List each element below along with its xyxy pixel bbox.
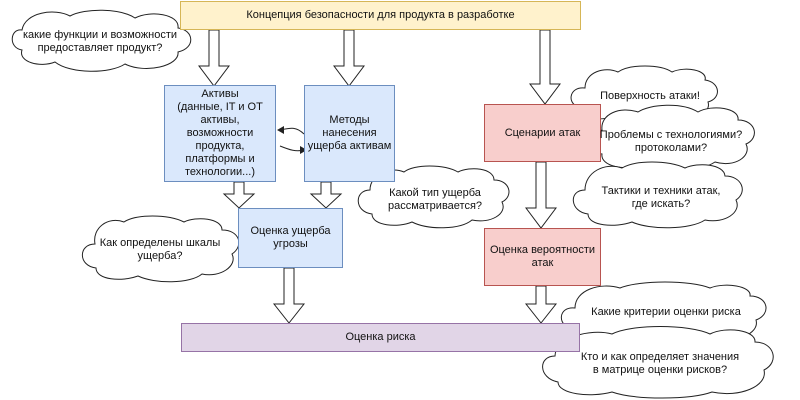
cloud-shape [81, 215, 240, 283]
attack-scenarios-box: Сценарии атак [484, 104, 601, 162]
bubble-damage-type-text: Какой тип ущерба рассматривается? [387, 187, 483, 212]
bubble-tech-problems-text: Проблемы с технологиями? протоколами? [599, 129, 743, 154]
arrow-probability-to-risk [524, 285, 558, 324]
cloud-shape [357, 165, 510, 229]
bubble-attack-surface-text: Поверхность атаки! [600, 89, 700, 102]
bubble-damage-scales-text: Как определены шкалы ущерба? [99, 237, 221, 262]
cloud-shape [588, 104, 755, 172]
attack-probability-label: Оценка вероятности атак [489, 244, 596, 269]
arrow-title-to-methods [333, 29, 365, 87]
arrowhead-icon [300, 146, 307, 154]
damage-assessment-label: Оценка ущерба угрозы [250, 225, 331, 250]
bubble-risk-matrix-text: Кто и как определяет значения в матрице … [580, 351, 740, 376]
attack-scenarios-label: Сценарии атак [504, 126, 581, 139]
damage-assessment-box: Оценка ущерба угрозы [238, 208, 343, 268]
risk-assessment-box: Оценка риска [181, 323, 580, 352]
bubble-risk-criteria-text: Какие критерии оценки риска [591, 305, 741, 318]
attack-probability-box: Оценка вероятности атак [484, 228, 601, 286]
assets-box-label: Активы (данные, IT и OT активы, возможно… [177, 88, 263, 178]
assets-box: Активы (данные, IT и OT активы, возможно… [164, 85, 276, 182]
arrow-title-to-assets [198, 29, 230, 87]
cloud-shape [572, 161, 743, 229]
arrowhead-icon [277, 126, 284, 134]
title-box-label: Концепция безопасности для продукта в ра… [246, 9, 515, 21]
cloud-shape [542, 326, 774, 399]
methods-box-label: Методы нанесения ущерба активам [307, 114, 392, 152]
bubble-functions-text: какие функции и возможности предоставляе… [22, 29, 177, 54]
arrow-scenarios-to-probability [525, 161, 557, 229]
arrow-assets-to-damage [222, 181, 256, 209]
methods-box: Методы нанесения ущерба активам [304, 85, 395, 182]
bubble-tactics-text: Тактики и техники атак, где искать? [601, 185, 721, 210]
arrow-title-to-scenarios [529, 29, 561, 105]
risk-assessment-label: Оценка риска [345, 331, 416, 343]
title-box: Концепция безопасности для продукта в ра… [180, 1, 581, 30]
arrow-methods-to-damage [309, 181, 343, 209]
cloud-shape [11, 9, 192, 72]
arrow-damage-to-risk [272, 267, 306, 324]
